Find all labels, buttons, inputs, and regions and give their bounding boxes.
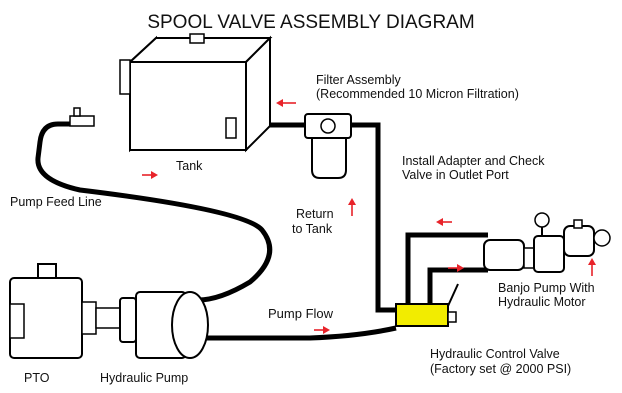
tank-sight-gauge: [225, 117, 237, 139]
flow-arrow-left-filter: [276, 99, 296, 107]
pto-left-flange: [9, 303, 25, 339]
pto-top-block: [37, 263, 57, 279]
control-valve-adjuster: [447, 311, 457, 323]
filter-assembly: [304, 113, 352, 179]
hydraulic-pump: [119, 291, 209, 359]
return-label-line1: Return: [296, 207, 334, 221]
pump-flow-pipe: [198, 325, 397, 341]
hydraulic-control-valve: [395, 283, 459, 327]
filter-port: [320, 118, 336, 134]
tank-left-fitting: [119, 59, 131, 95]
flow-arrow-right-feed: [142, 171, 158, 179]
filter-label-line2: (Recommended 10 Micron Filtration): [316, 87, 519, 101]
flow-arrows: [142, 99, 596, 334]
banjo-pump-outlet: [593, 229, 611, 247]
tank-cap: [189, 33, 205, 44]
adapter-label-line1: Install Adapter and Check: [402, 154, 545, 168]
pto: [9, 263, 121, 359]
adapter-label-line2: Valve in Outlet Port: [402, 168, 509, 182]
banjo-pump-head: [563, 225, 595, 257]
hydraulic-pump-flange: [119, 297, 137, 343]
tank-label: Tank: [176, 159, 203, 173]
banjo-label-line1: Banjo Pump With: [498, 281, 595, 295]
flow-arrow-up-banjo-label: [588, 258, 596, 276]
flow-arrow-right-banjo: [448, 264, 464, 272]
tank-outlet-fitting: [69, 115, 95, 127]
pump-feed-line-label: Pump Feed Line: [10, 195, 102, 209]
banjo-to-valve-pipe: [427, 267, 488, 306]
pump-flow-label: Pump Flow: [268, 306, 334, 321]
banjo-pump-housing: [483, 239, 525, 271]
filter-canister: [311, 137, 347, 179]
flow-arrow-right-pump-flow: [314, 326, 330, 334]
banjo-pump: [483, 212, 611, 273]
control-valve-body: [395, 303, 449, 327]
banjo-inlet: [573, 219, 583, 229]
pto-shaft: [95, 307, 121, 329]
banjo-motor-block: [533, 235, 565, 273]
control-valve-handle: [447, 283, 459, 307]
pump-feed-line-pipe: [35, 121, 273, 303]
return-line-pipe: [350, 122, 396, 313]
valve-to-banjo-pipe: [405, 232, 488, 306]
control-valve-label-line1: Hydraulic Control Valve: [430, 347, 560, 361]
tank-outlet-valve: [73, 107, 81, 117]
tank: [69, 33, 273, 153]
flow-arrow-up-return: [348, 198, 356, 216]
hydraulic-pump-endcap: [171, 291, 209, 359]
return-label-line2: to Tank: [292, 222, 333, 236]
hydraulic-pump-label: Hydraulic Pump: [100, 371, 188, 385]
banjo-pump-coupler: [523, 247, 535, 269]
pto-right-flange: [81, 301, 97, 335]
banjo-label-line2: Hydraulic Motor: [498, 295, 586, 309]
pipe-network: [35, 121, 488, 341]
diagram-title: SPOOL VALVE ASSEMBLY DIAGRAM: [147, 12, 474, 33]
pto-label: PTO: [24, 371, 50, 385]
banjo-pressure-gauge: [534, 212, 550, 228]
filter-label-line1: Filter Assembly: [316, 73, 401, 87]
flow-arrow-left-adapter: [436, 218, 452, 226]
control-valve-label-line2: (Factory set @ 2000 PSI): [430, 362, 571, 376]
tank-right: [245, 35, 271, 153]
